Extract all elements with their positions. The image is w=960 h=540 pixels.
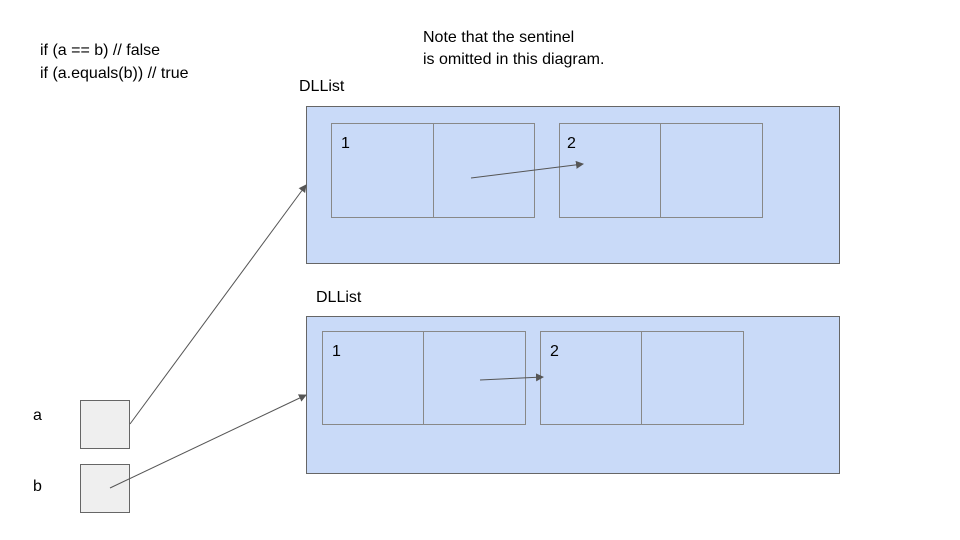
node-item-value: 1: [332, 343, 341, 360]
node-next-cell: [433, 123, 535, 218]
variable-label-a: a: [33, 407, 42, 424]
node-item-value: 2: [567, 135, 576, 152]
note-line-2: is omitted in this diagram.: [423, 51, 605, 68]
pointer-arrow-b-to-bottom-list: [109, 394, 307, 489]
node-item-value: 2: [550, 343, 559, 360]
variable-box-a: [80, 400, 130, 449]
dllist-label-bottom: DLList: [316, 289, 362, 306]
node-next-cell: [641, 331, 744, 425]
note-line-1: Note that the sentinel: [423, 29, 575, 46]
variable-box-b: [80, 464, 130, 513]
code-line-equality: if (a == b) // false: [40, 42, 161, 59]
code-line-equals-method: if (a.equals(b)) // true: [40, 65, 189, 82]
node-item-value: 1: [341, 135, 350, 152]
dllist-label-top: DLList: [299, 78, 345, 95]
pointer-arrow-a-to-top-list: [129, 184, 307, 425]
dllist-box-top: [306, 106, 840, 264]
variable-label-b: b: [33, 478, 42, 495]
node-next-cell: [423, 331, 526, 425]
node-next-cell: [660, 123, 763, 218]
